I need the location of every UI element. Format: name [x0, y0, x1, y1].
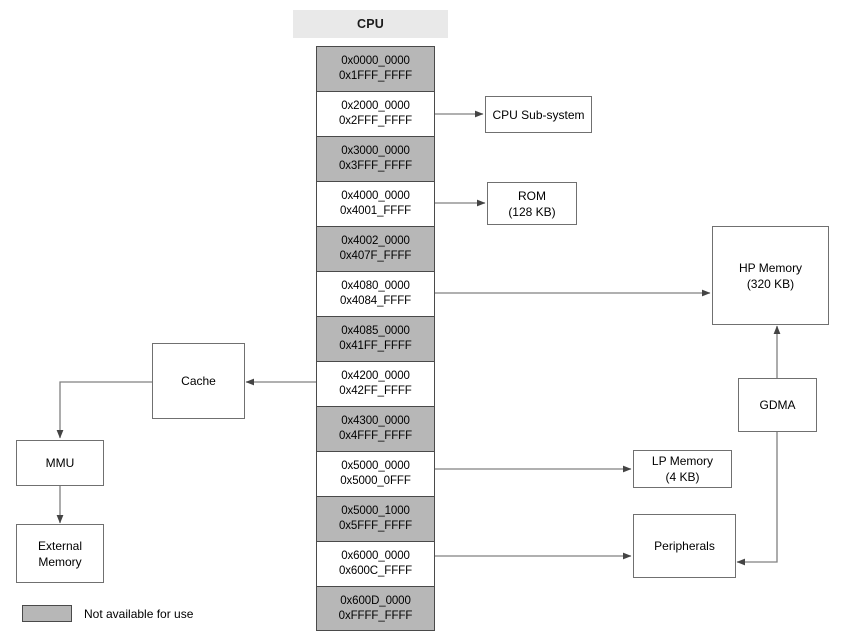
- legend-label: Not available for use: [84, 606, 194, 621]
- node-lp-memory-label: LP Memory: [651, 454, 714, 468]
- node-peripherals-label: Peripherals: [654, 539, 715, 553]
- memory-block-end: 0x5FFF_FFFF: [338, 520, 412, 532]
- node-rom-sublabel: (128 KB): [508, 204, 556, 219]
- memory-block-end: 0xFFFF_FFFF: [338, 609, 413, 622]
- node-cpu-subsystem[interactable]: CPU Sub-system: [485, 96, 592, 133]
- memory-block[interactable]: 0x4002_0000 0x407F_FFFF: [316, 226, 435, 271]
- page-title: CPU: [357, 17, 384, 31]
- memory-block[interactable]: 0x4200_0000 0x42FF_FFFF: [316, 361, 435, 406]
- node-external-memory[interactable]: External Memory: [16, 524, 104, 583]
- memory-block-end: 0x41FF_FFFF: [339, 340, 412, 352]
- memory-block[interactable]: 0x5000_0000 0x5000_0FFF: [316, 451, 435, 496]
- node-rom[interactable]: ROM (128 KB): [487, 182, 577, 225]
- memory-block-end: 0x3FFF_FFFF: [338, 160, 412, 172]
- memory-block-start: 0x600D_0000: [340, 594, 411, 607]
- node-cache-label: Cache: [181, 374, 216, 388]
- memory-block-start: 0x6000_0000: [341, 550, 410, 562]
- memory-block-end: 0x1FFF_FFFF: [338, 70, 412, 82]
- node-lp-memory-sublabel: (4 KB): [665, 470, 700, 484]
- node-gdma[interactable]: GDMA: [738, 378, 817, 432]
- memory-block[interactable]: 0x0000_0000 0x1FFF_FFFF: [316, 46, 435, 91]
- memory-block[interactable]: 0x5000_1000 0x5FFF_FFFF: [316, 496, 435, 541]
- memory-block-start: 0x5000_1000: [341, 505, 410, 517]
- memory-block-end: 0x42FF_FFFF: [339, 385, 412, 397]
- memory-block-end: 0x2FFF_FFFF: [338, 115, 412, 127]
- memory-block-start: 0x2000_0000: [341, 100, 410, 112]
- memory-block[interactable]: 0x600D_0000 0xFFFF_FFFF: [316, 586, 435, 631]
- memory-block[interactable]: 0x2000_0000 0x2FFF_FFFF: [316, 91, 435, 136]
- memory-block-end: 0x4001_FFFF: [339, 205, 412, 217]
- memory-block[interactable]: 0x4080_0000 0x4084_FFFF: [316, 271, 435, 316]
- node-external-memory-label: External: [37, 538, 83, 553]
- node-hp-memory[interactable]: HP Memory (320 KB): [712, 226, 829, 325]
- node-gdma-label: GDMA: [759, 398, 796, 412]
- memory-block-end: 0x4FFF_FFFF: [338, 430, 412, 442]
- memory-map-column: 0x0000_0000 0x1FFF_FFFF 0x2000_0000 0x2FFF_…: [316, 46, 435, 631]
- memory-block[interactable]: 0x3000_0000 0x3FFF_FFFF: [316, 136, 435, 181]
- node-peripherals[interactable]: Peripherals: [633, 514, 736, 578]
- node-cpu-subsystem-label: CPU Sub-system: [492, 107, 585, 122]
- node-rom-label: ROM: [518, 188, 546, 203]
- memory-block[interactable]: 0x4300_0000 0x4FFF_FFFF: [316, 406, 435, 451]
- memory-block-end: 0x407F_FFFF: [339, 250, 412, 262]
- memory-block-start: 0x0000_0000: [341, 55, 410, 67]
- memory-block-start: 0x4300_0000: [341, 415, 410, 427]
- node-mmu[interactable]: MMU: [16, 440, 104, 486]
- memory-block-end: 0x4084_FFFF: [339, 295, 412, 307]
- memory-block-start: 0x3000_0000: [341, 145, 410, 157]
- memory-block-start: 0x4000_0000: [341, 190, 410, 202]
- edge-gdma-peripherals: [736, 432, 778, 566]
- memory-block[interactable]: 0x6000_0000 0x600C_FFFF: [316, 541, 435, 586]
- memory-block-start: 0x4080_0000: [341, 280, 410, 292]
- node-external-memory-sublabel: Memory: [38, 554, 82, 569]
- memory-block-start: 0x5000_0000: [341, 460, 410, 472]
- cpu-header-band: CPU: [293, 10, 448, 38]
- legend-swatch-not-available: [22, 605, 72, 622]
- memory-block[interactable]: 0x4085_0000 0x41FF_FFFF: [316, 316, 435, 361]
- memory-block-end: 0x600C_FFFF: [338, 565, 413, 577]
- node-hp-memory-label: HP Memory: [738, 260, 803, 275]
- legend: Not available for use: [22, 605, 193, 622]
- memory-block-start: 0x4085_0000: [341, 325, 410, 337]
- memory-block-start: 0x4002_0000: [341, 235, 410, 247]
- memory-block-end: 0x5000_0FFF: [340, 475, 411, 487]
- node-hp-memory-sublabel: (320 KB): [746, 276, 795, 291]
- memory-block-start: 0x4200_0000: [341, 370, 410, 382]
- memory-block[interactable]: 0x4000_0000 0x4001_FFFF: [316, 181, 435, 226]
- node-mmu-label: MMU: [45, 456, 75, 470]
- node-lp-memory[interactable]: LP Memory (4 KB): [633, 450, 732, 488]
- node-cache[interactable]: Cache: [152, 343, 245, 419]
